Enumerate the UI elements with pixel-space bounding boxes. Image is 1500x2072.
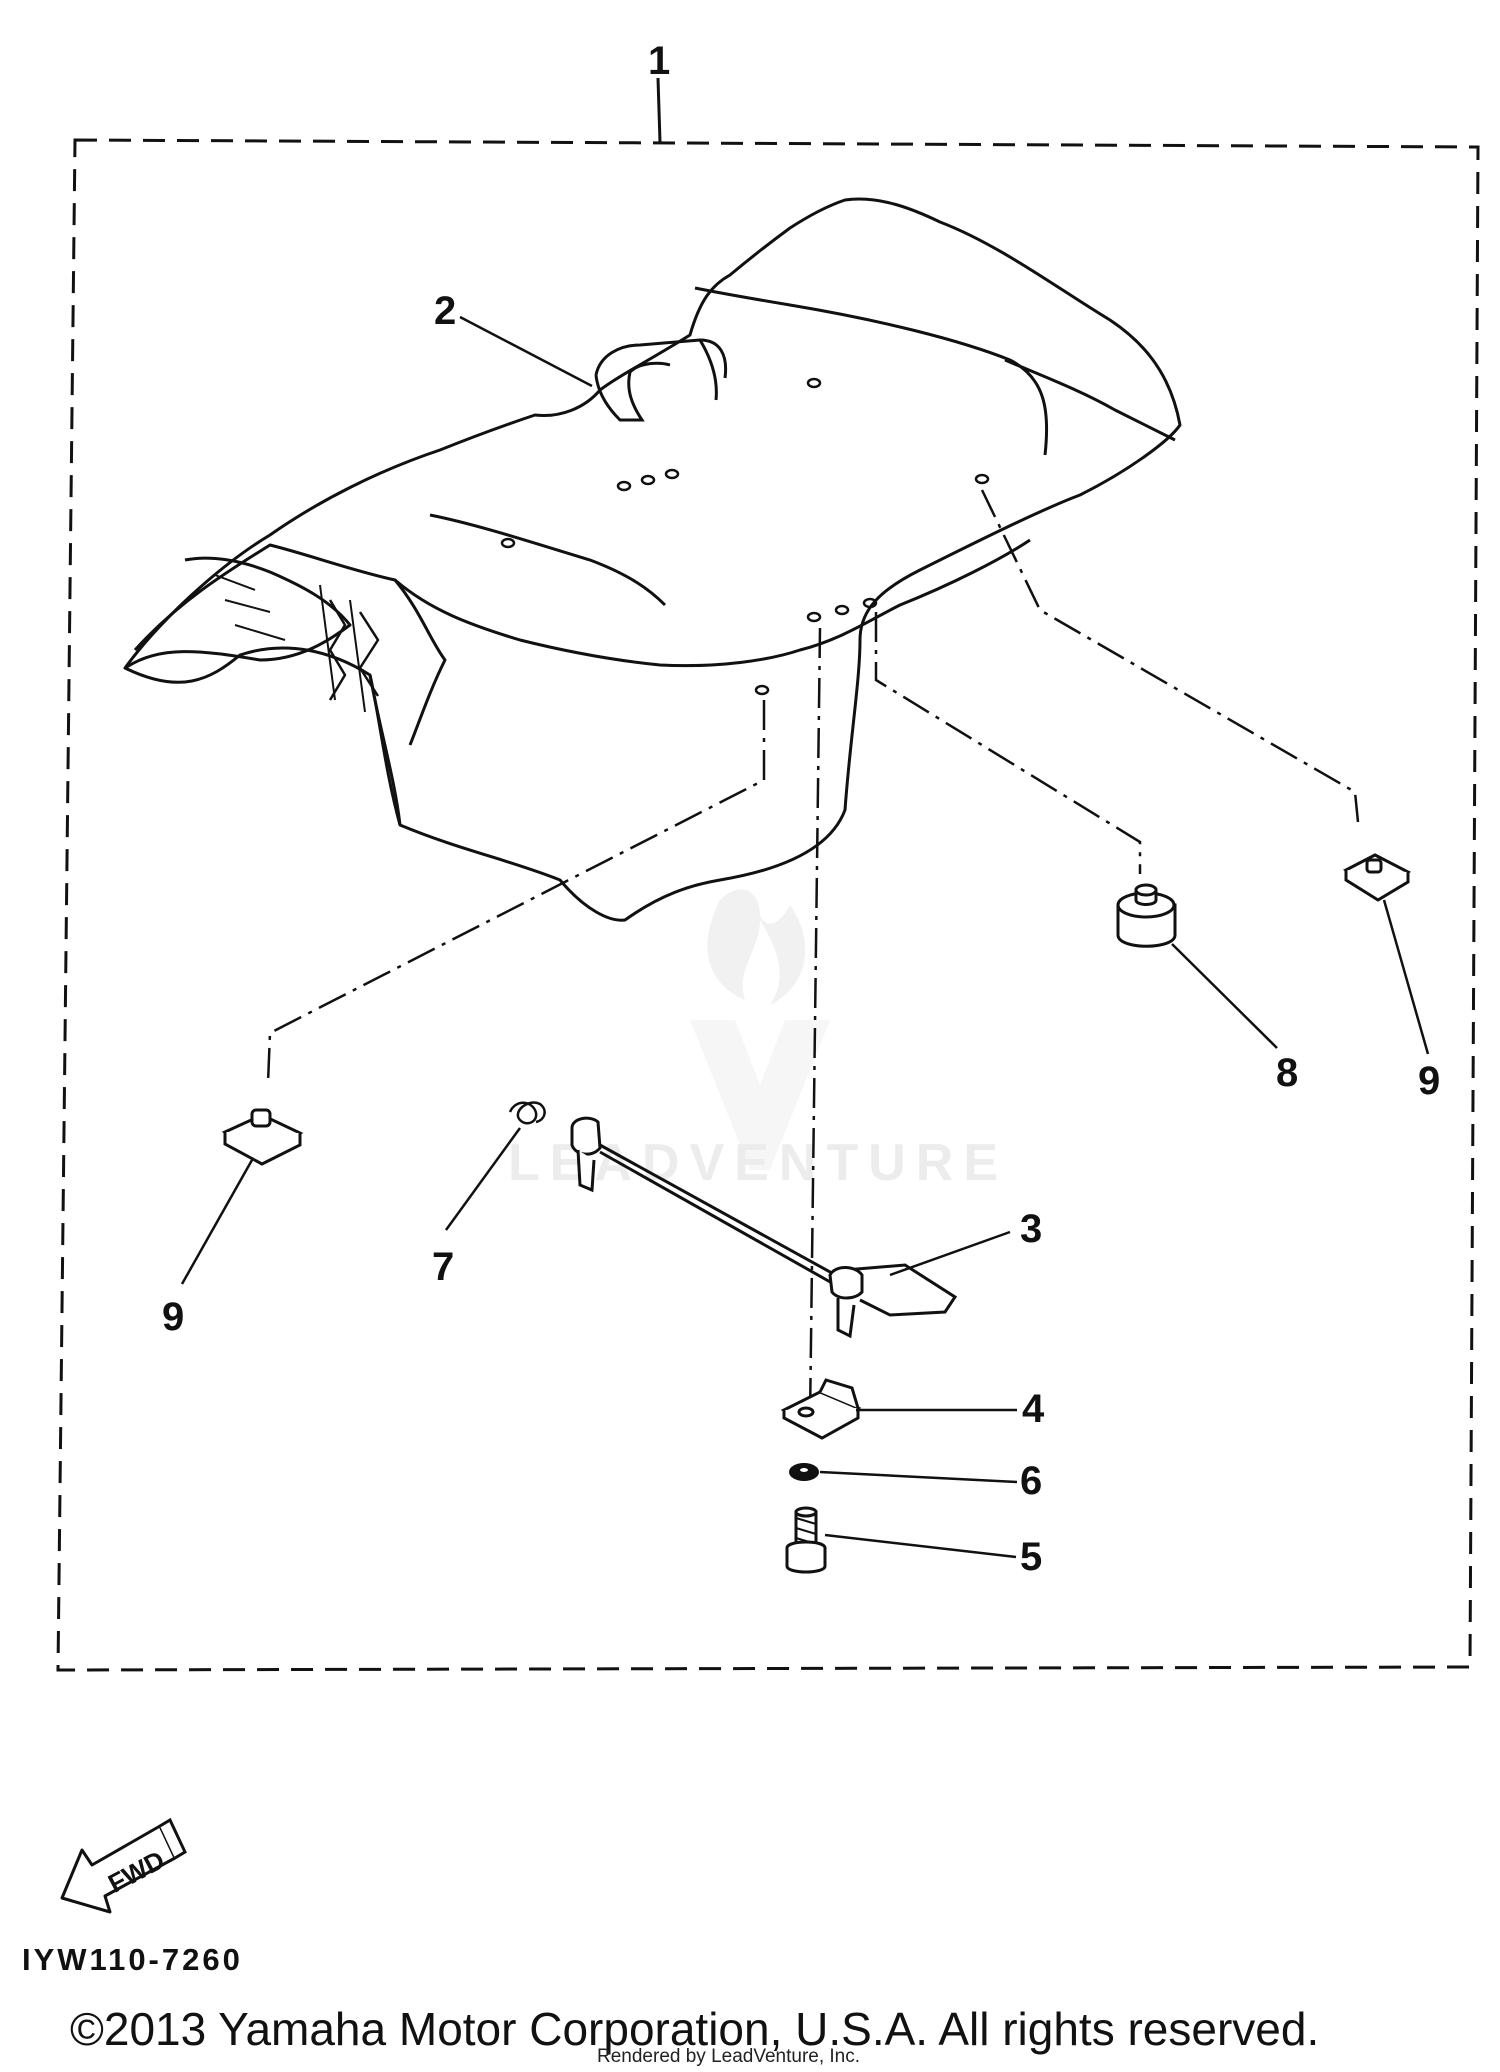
fwd-arrow-icon: FWD	[60, 1817, 187, 1914]
callout-2: 2	[434, 289, 456, 333]
part-3-lock-assembly	[570, 1116, 958, 1339]
seat-hinge-zigzag	[328, 599, 380, 701]
diagram-code: IYW110-7260	[22, 1942, 243, 1977]
callout-4: 4	[1022, 1387, 1045, 1431]
seat-holes	[500, 377, 990, 696]
seat-strap	[594, 338, 728, 422]
part-5-bolt	[785, 1506, 827, 1574]
callout-8: 8	[1276, 1051, 1298, 1095]
callout-5: 5	[1020, 1535, 1042, 1579]
seat-lower-body	[368, 674, 402, 826]
seat-inner-lines	[214, 574, 366, 713]
part-6-washer	[789, 1463, 819, 1481]
seat	[123, 197, 1182, 922]
rendered-by-notice: Rendered by LeadVenture, Inc.	[597, 2046, 861, 2067]
assembly-leader	[656, 77, 662, 143]
callout-7: 7	[432, 1245, 454, 1289]
watermark-logo	[690, 889, 830, 1170]
part-4-bracket	[780, 1378, 862, 1440]
callout-6: 6	[1020, 1459, 1042, 1503]
seat-outer-outline	[123, 197, 1182, 922]
callout-9-right: 9	[1418, 1059, 1440, 1103]
seat-seam-line	[394, 538, 1031, 668]
part-9-left-clip	[221, 1108, 304, 1166]
seat-front-pocket	[133, 543, 447, 746]
part-8-damper	[1116, 883, 1177, 948]
callout-1: 1	[648, 39, 670, 83]
callout-9-left: 9	[162, 1295, 184, 1339]
seat-upper-curve	[429, 513, 667, 607]
seat-rear-ridge	[1004, 358, 1176, 442]
part-7-spring	[508, 1101, 546, 1125]
seat-rear-panel	[694, 286, 1049, 456]
assembly-frame	[56, 138, 1480, 1672]
copyright-notice: ©2013 Yamaha Motor Corporation, U.S.A. A…	[70, 2003, 1320, 2055]
part-9-right-clip	[1342, 853, 1412, 902]
leader-lines	[180, 315, 1430, 1559]
callout-3: 3	[1020, 1207, 1042, 1251]
assembly-phantom-lines	[266, 489, 1360, 1421]
seat-cushion-front-edge	[124, 556, 352, 670]
